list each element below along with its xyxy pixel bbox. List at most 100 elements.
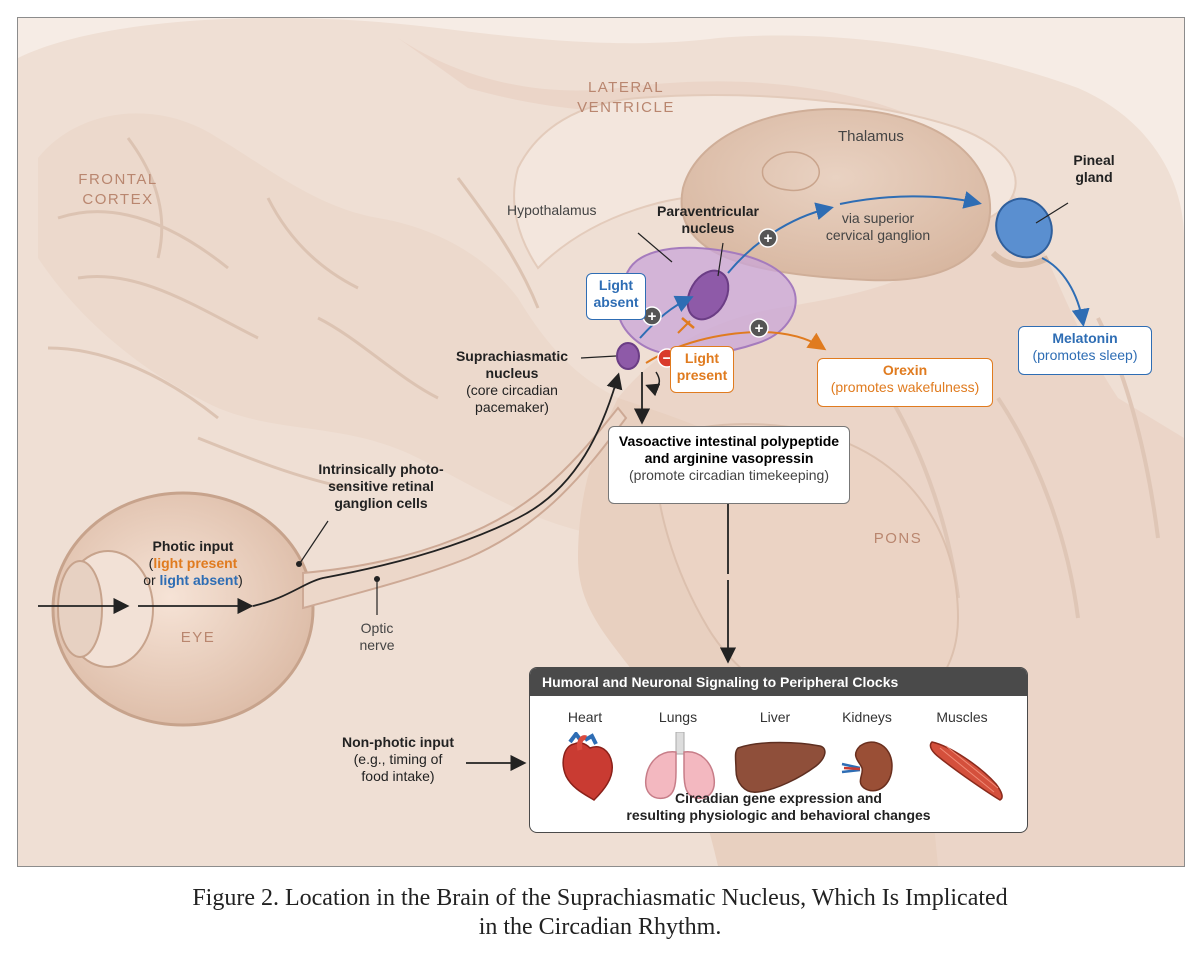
pineal-line-2: gland [1075, 169, 1113, 185]
light-present-line-1: Light [684, 350, 720, 366]
photic-line-2: (light present [118, 555, 268, 572]
hypothalamus-leader [637, 232, 673, 263]
orexin-box: Orexin (promotes wakefulness) [817, 358, 993, 407]
caption-line-1: Figure 2. Location in the Brain of the S… [192, 885, 1008, 911]
muscles-icon [929, 741, 1003, 801]
peripheral-header: Humoral and Neuronal Signaling to Periph… [530, 668, 1027, 696]
photic-title: Photic input [152, 538, 234, 554]
scn-feedback-arrow [645, 371, 661, 397]
pons-label: PONS [873, 530, 923, 547]
light-present-box: Light present [670, 346, 734, 393]
photic-open-paren: ( [148, 555, 154, 571]
melatonin-sub: (promotes sleep) [1032, 347, 1138, 363]
optic-nerve-label: Optic nerve [352, 620, 402, 654]
kidney-icon [841, 741, 893, 792]
non-photic-title: Non-photic input [342, 734, 454, 750]
frontal-cortex-line-2: CORTEX [82, 191, 154, 208]
plus-glyph-3: + [754, 320, 764, 337]
organ-label-heart: Heart [567, 709, 603, 725]
pineal-line-1: Pineal [1073, 152, 1115, 168]
pvn-leader [717, 242, 724, 277]
vip-title-2: and arginine vasopressin [644, 450, 814, 466]
light-absent-line-1: Light [598, 277, 634, 293]
paraventricular-nucleus-shape [686, 269, 730, 321]
photic-input-label: Photic input (light present or light abs… [118, 538, 268, 589]
melatonin-title: Melatonin [1052, 330, 1118, 346]
photic-light-absent: light absent [159, 572, 239, 588]
organ-label-liver: Liver [759, 709, 791, 725]
scn-title-1: Suprachiasmatic [455, 348, 569, 364]
frontal-cortex-line-1: FRONTAL [78, 171, 158, 188]
retinohypothalamic-arrow [252, 372, 623, 607]
iprgc-line-1: Intrinsically photo- [318, 461, 444, 477]
scn-title-2: nucleus [485, 365, 539, 381]
optic-nerve-line-2: nerve [359, 637, 395, 653]
pineal-leader [1035, 202, 1069, 224]
scn-shape [616, 342, 640, 370]
non-photic-label: Non-photic input (e.g., timing of food i… [333, 734, 463, 785]
lateral-ventricle-line-2: VENTRICLE [577, 99, 675, 116]
scn-sub-2: pacemaker) [475, 399, 549, 415]
photic-light-present: light present [153, 555, 238, 571]
pineal-label: Pineal gland [1054, 152, 1134, 186]
paraventricular-label: Paraventricular nucleus [648, 203, 768, 237]
lungs-icon [644, 732, 716, 800]
light-absent-arrow [639, 295, 694, 339]
organ-icons [562, 732, 1003, 801]
minus-glyph: − [662, 350, 672, 367]
optic-nerve-line-1: Optic [360, 620, 394, 636]
pineal-gland-shape [995, 197, 1053, 259]
melatonin-box: Melatonin (promotes sleep) [1018, 326, 1152, 375]
photic-or: or [143, 572, 160, 588]
ganglion-label: via superior cervical ganglion [803, 210, 953, 244]
orexin-sub: (promotes wakefulness) [830, 379, 980, 395]
iprgc-dot [296, 561, 302, 567]
peripheral-footer-line-2: resulting physiologic and behavioral cha… [626, 807, 931, 823]
peripheral-footer: Circadian gene expression and resulting … [530, 790, 1027, 824]
vip-title-1: Vasoactive intestinal polypeptide [618, 433, 840, 449]
iprgc-label: Intrinsically photo- sensitive retinal g… [301, 461, 461, 512]
hypothalamus-label: Hypothalamus [507, 202, 597, 218]
light-absent-line-2: absent [593, 294, 639, 310]
scn-label: Suprachiasmatic nucleus (core circadian … [438, 348, 586, 416]
light-absent-box: Light absent [586, 273, 646, 320]
organ-label-kidneys: Kidneys [842, 709, 892, 725]
ganglion-line-2: cervical ganglion [825, 227, 931, 243]
scn-sub-1: (core circadian [466, 382, 558, 398]
photic-line-3: or light absent) [118, 572, 268, 589]
iprgc-line-2: sensitive retinal [328, 478, 434, 494]
pineal-to-melatonin-arrow [1041, 257, 1090, 327]
plus-glyph-2: + [763, 230, 773, 247]
scn-leader [580, 355, 617, 359]
non-photic-sub-2: food intake) [361, 768, 435, 784]
pvn-line-1: Paraventricular [657, 203, 759, 219]
frontal-cortex-label: FRONTAL CORTEX [58, 170, 178, 210]
figure-panel: + + + − FRONTAL CORTEX LATERAL VENTRICLE… [17, 17, 1185, 867]
photic-close-paren: ) [238, 572, 243, 588]
peripheral-footer-line-1: Circadian gene expression and [675, 790, 882, 806]
plus-sign-2 [758, 228, 778, 248]
inhibition-bar [681, 317, 695, 329]
iprgc-line-3: ganglion cells [334, 495, 428, 511]
ganglion-to-pineal-arrow [839, 191, 982, 209]
heart-icon [562, 732, 613, 801]
plus-sign-3 [749, 318, 769, 338]
organ-label-muscles: Muscles [936, 709, 988, 725]
organ-label-lungs: Lungs [658, 709, 698, 725]
thalamus-detail [761, 151, 820, 192]
liver-icon [734, 741, 826, 793]
optic-nerve-dot [374, 576, 380, 582]
peripheral-clocks-panel: Humoral and Neuronal Signaling to Periph… [529, 667, 1028, 833]
light-present-line-2: present [676, 367, 728, 383]
thalamus-label: Thalamus [838, 128, 904, 145]
lateral-ventricle-line-1: LATERAL [587, 79, 665, 96]
plus-glyph-1: + [647, 308, 657, 325]
vip-box: Vasoactive intestinal polypeptide and ar… [608, 426, 850, 504]
pineal-stalk [990, 250, 1050, 268]
orexin-title: Orexin [882, 362, 928, 378]
vip-sub: (promote circadian timekeeping) [629, 467, 829, 483]
caption-line-2: in the Circadian Rhythm. [478, 914, 722, 940]
eye-shape [51, 406, 628, 727]
ganglion-line-1: via superior [841, 210, 915, 226]
non-photic-sub-1: (e.g., timing of [353, 751, 443, 767]
